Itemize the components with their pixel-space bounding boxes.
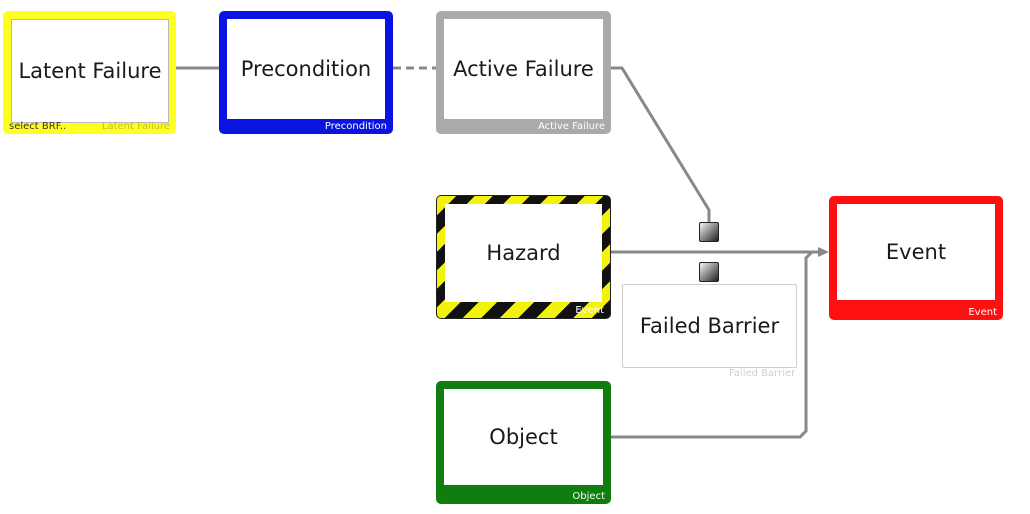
object-title: Object xyxy=(489,425,558,449)
precondition-title: Precondition xyxy=(240,57,372,81)
object-caption: Object xyxy=(572,491,605,502)
failed-barrier-title: Failed Barrier xyxy=(639,314,780,338)
connector-handle-top-icon[interactable] xyxy=(699,222,719,242)
latent-failure-caption: Latent Failure xyxy=(101,121,170,132)
active-failure-node[interactable]: Active Failure Active Failure xyxy=(436,11,611,134)
failed-barrier-body: Failed Barrier xyxy=(623,285,796,367)
hazard-caption: Event xyxy=(575,305,604,316)
object-body: Object xyxy=(444,389,603,485)
event-title: Event xyxy=(885,240,947,264)
latent-failure-body: Latent Failure xyxy=(11,19,169,123)
arrowhead-event xyxy=(818,247,829,257)
failed-barrier-node[interactable]: Failed Barrier xyxy=(622,284,797,368)
active-failure-body: Active Failure xyxy=(444,19,603,119)
latent-failure-select-link[interactable]: select BRF.. xyxy=(9,121,67,132)
hazard-node[interactable]: Hazard Event xyxy=(436,195,611,319)
hazard-title: Hazard xyxy=(486,241,561,265)
precondition-node[interactable]: Precondition Precondition xyxy=(219,11,393,134)
connector-handle-bottom-icon[interactable] xyxy=(699,262,719,282)
connector-active-barrier xyxy=(611,66,711,222)
failed-barrier-caption: Failed Barrier xyxy=(729,368,796,379)
hazard-body: Hazard xyxy=(445,204,602,302)
active-failure-title: Active Failure xyxy=(453,57,594,81)
event-body: Event xyxy=(837,204,995,300)
object-node[interactable]: Object Object xyxy=(436,381,611,504)
active-failure-caption: Active Failure xyxy=(537,121,605,132)
precondition-caption: Precondition xyxy=(324,121,387,132)
event-caption: Event xyxy=(968,307,997,318)
latent-failure-title: Latent Failure xyxy=(18,59,162,83)
latent-failure-node[interactable]: Latent Failure select BRF.. Latent Failu… xyxy=(3,11,176,134)
connector-object-event xyxy=(611,250,818,439)
precondition-body: Precondition xyxy=(227,19,385,119)
event-node[interactable]: Event Event xyxy=(829,196,1003,320)
